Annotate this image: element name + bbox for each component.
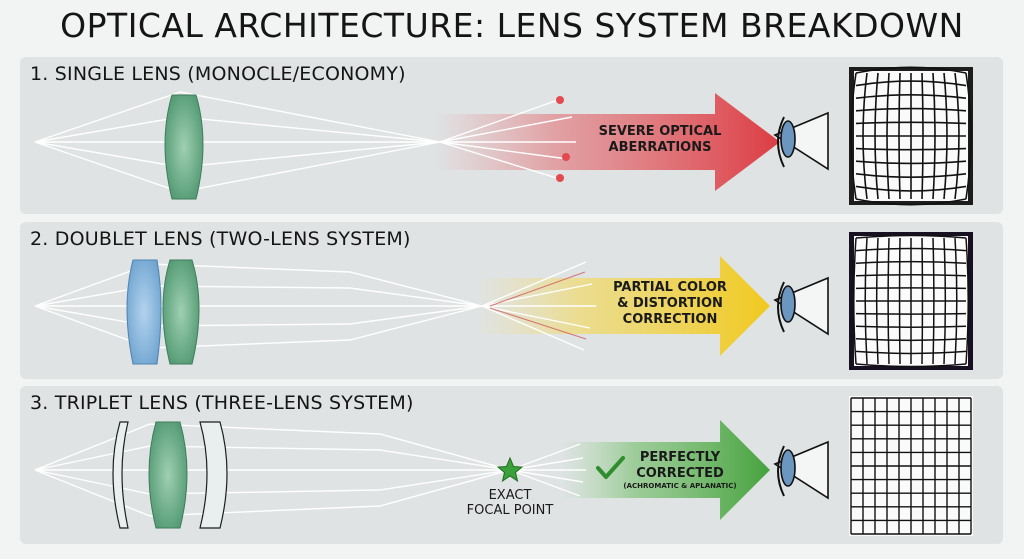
arrow-sublabel: (ACHROMATIC & APLANATIC) [623, 482, 737, 490]
partially-corrected-rays [481, 261, 596, 351]
panel-triplet-lens-art [34, 396, 973, 536]
incoming-rays [34, 91, 441, 193]
check-icon [596, 456, 625, 479]
arrow-label-line: PARTIAL COLOR [613, 280, 727, 295]
panel-doublet-lens: 2. DOUBLET LENS (TWO-LENS SYSTEM) PARTIA… [20, 222, 1003, 379]
green-result-arrow [560, 420, 770, 520]
arrow-label: PARTIAL COLOR & DISTORTION CORRECTION [595, 280, 745, 328]
triplet-lens-rear [199, 421, 228, 529]
panel-single-lens: 1. SINGLE LENS (MONOCLE/ECONOMY) SEVERE … [20, 57, 1003, 214]
scattered-rays [439, 99, 576, 180]
yellow-result-arrow [475, 256, 770, 356]
doublet-lens-green [162, 259, 200, 365]
color-fringe-rays [489, 271, 587, 340]
arrow-label-line: CORRECTION [622, 312, 718, 327]
panel-heading: 1. SINGLE LENS (MONOCLE/ECONOMY) [30, 63, 406, 85]
doublet-lens-blue [126, 259, 162, 365]
arrow-label: SEVERE OPTICAL ABERRATIONS [580, 124, 740, 156]
distorted-grid [850, 66, 972, 206]
slightly-distorted-grid [853, 234, 969, 368]
focal-label-line: FOCAL POINT [466, 503, 554, 518]
star-icon [496, 456, 524, 483]
arrow-label-line: ABERRATIONS [608, 140, 712, 155]
converging-rays [509, 443, 586, 497]
incoming-rays [34, 423, 511, 517]
arrow-label-line: & DISTORTION [617, 296, 723, 311]
page-title: OPTICAL ARCHITECTURE: LENS SYSTEM BREAKD… [60, 6, 964, 45]
arrow-label: PERFECTLY CORRECTED (ACHROMATIC & APLANA… [620, 450, 740, 491]
arrow-label-line: SEVERE OPTICAL [598, 124, 722, 139]
triplet-lens-middle [148, 421, 188, 529]
focal-label-line: EXACT [488, 488, 532, 503]
single-lens [164, 94, 204, 200]
eye-icon [773, 276, 829, 336]
panel-heading: 2. DOUBLET LENS (TWO-LENS SYSTEM) [30, 228, 411, 250]
arrow-label-line: CORRECTED [636, 466, 724, 481]
triplet-lens-front [112, 421, 129, 529]
panel-heading: 3. TRIPLET LENS (THREE-LENS SYSTEM) [30, 392, 414, 414]
panel-single-lens-art [34, 66, 973, 206]
rectilinear-grid [850, 397, 972, 535]
eye-icon [773, 111, 829, 171]
panel-doublet-lens-art [34, 232, 973, 370]
aberration-dots [556, 96, 570, 182]
incoming-rays [34, 263, 483, 349]
panel-triplet-lens: 3. TRIPLET LENS (THREE-LENS SYSTEM) PERF… [20, 386, 1003, 544]
eye-icon [773, 440, 829, 500]
focal-point-label: EXACT FOCAL POINT [450, 488, 570, 518]
arrow-label-line: PERFECTLY [639, 450, 721, 465]
